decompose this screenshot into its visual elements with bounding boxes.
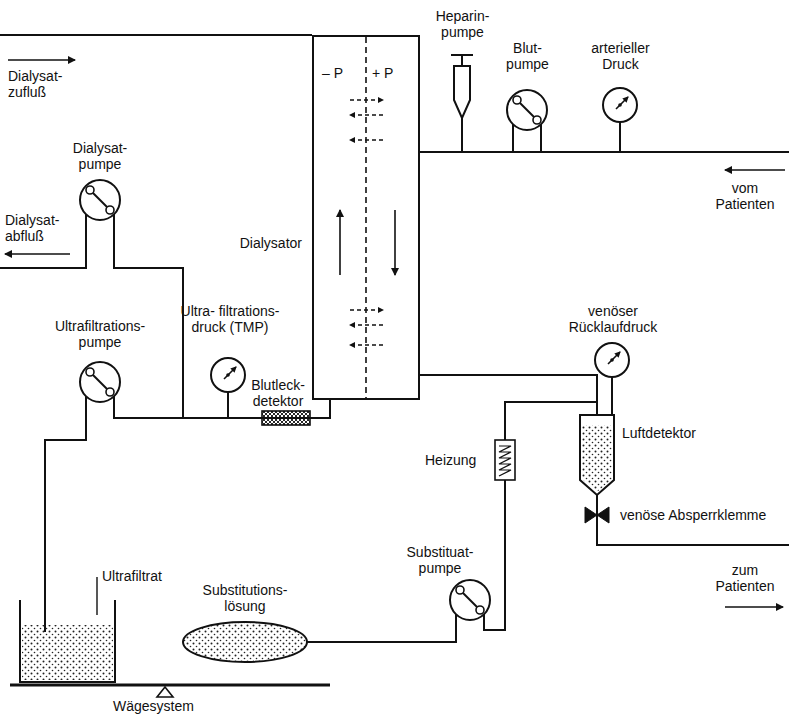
part-label: Ultra- filtrations- druck (TMP) [180, 303, 280, 335]
heater [495, 440, 515, 480]
pressure-sign: – P [322, 65, 343, 81]
arterial-gauge [603, 88, 637, 122]
dialyzer-box: Dialysator– P+ P [312, 35, 420, 400]
venous-clamp [585, 507, 609, 523]
part-label: Dialysat- pumpe [65, 140, 135, 172]
part-label: arterieller Druck [583, 40, 658, 72]
part-label: Substitutions- lösung [190, 582, 300, 614]
ultrafiltration-pump [80, 362, 120, 402]
blood-leak-detector [262, 411, 310, 425]
flow-arrows [5, 60, 785, 607]
ultrafiltrate-beaker [20, 577, 115, 682]
substitute-pump [450, 580, 490, 620]
dialyzer-label: Dialysator [240, 235, 302, 251]
part-label: Ultrafiltrat [102, 568, 162, 584]
part-label: vom Patienten [705, 180, 785, 212]
part-label: Heparin- pumpe [425, 8, 500, 40]
part-label: Wägesystem [113, 698, 194, 714]
part-label: Ultrafiltrations- pumpe [40, 318, 160, 350]
part-label: Dialysat- abfluß [5, 212, 75, 244]
blood-pump [507, 90, 547, 130]
dialysate-pump [80, 180, 120, 220]
pressure-sign: + P [372, 65, 393, 81]
heparin-syringe [451, 55, 473, 118]
venous-gauge [595, 343, 629, 377]
part-label: venöser Rücklaufdruck [557, 303, 669, 335]
substitution-bag [183, 622, 307, 662]
tubing [0, 35, 789, 642]
part-label: venöse Absperrklemme [620, 507, 766, 523]
air-detector [580, 415, 614, 495]
weighing-system [10, 685, 330, 697]
part-label: Blutleck- detektor [247, 377, 309, 409]
part-label: Luftdetektor [622, 425, 696, 441]
part-label: Dialysat- zufluß [8, 68, 78, 100]
part-label: Substituat- pumpe [395, 544, 485, 576]
part-label: zum Patienten [705, 562, 785, 594]
part-label: Heizung [425, 452, 476, 468]
membrane [365, 37, 367, 398]
tmp-gauge [211, 358, 245, 392]
part-label: Blut- pumpe [500, 40, 555, 72]
